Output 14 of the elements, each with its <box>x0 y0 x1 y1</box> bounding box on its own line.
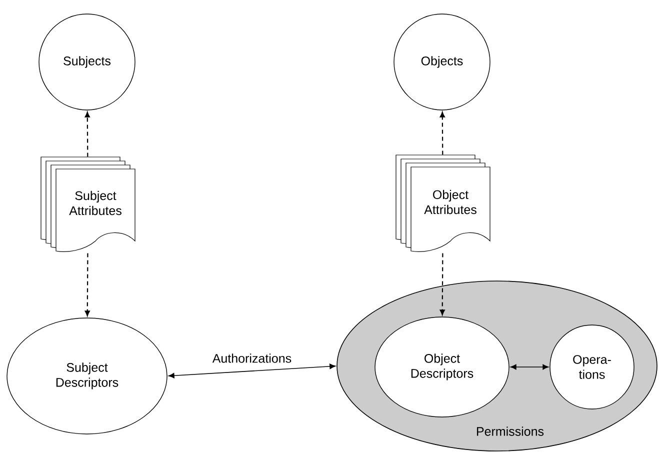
arrow <box>440 253 445 316</box>
circle-node: Opera- tions <box>550 324 634 410</box>
ellipse-node: Subject Descriptors <box>6 318 168 434</box>
circle-node: Objects <box>394 14 490 110</box>
arrow <box>84 253 90 316</box>
ellipse-node: Object Descriptors <box>374 316 510 418</box>
arrow <box>168 364 336 378</box>
edge-label: Authorizations <box>212 354 292 363</box>
document-stack: Object Attributes <box>396 154 490 252</box>
arrow <box>440 112 445 155</box>
arrow <box>84 112 90 157</box>
document-stack: Subject Attributes <box>40 156 136 252</box>
arrow <box>510 364 549 370</box>
circle-node: Subjects <box>38 14 136 110</box>
